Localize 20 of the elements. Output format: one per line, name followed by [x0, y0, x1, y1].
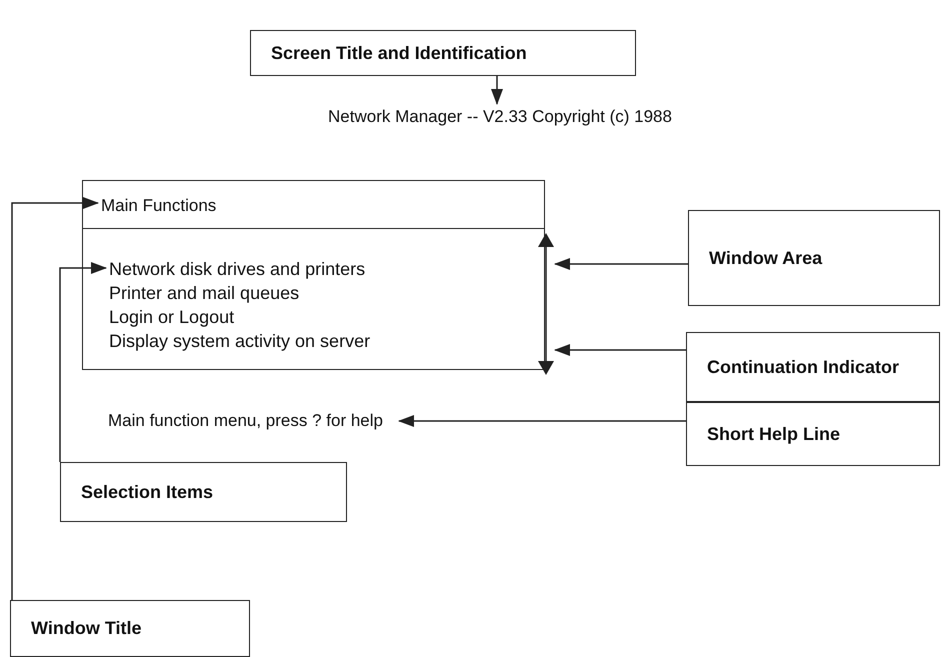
arrow	[11, 197, 99, 600]
screen-text: Network Manager -- V2.33 Copyright (c) 1988	[200, 104, 800, 130]
arrow	[554, 344, 686, 356]
menu-item: Printer and mail queues	[109, 282, 300, 305]
screen-text: Main function menu, press ? for help	[108, 408, 393, 434]
callout-box: Selection Items	[60, 462, 347, 522]
callout-box: Short Help Line	[686, 402, 940, 466]
menu-item: Display system activity on server	[109, 330, 372, 353]
arrow	[554, 258, 688, 270]
callout-box: Window Area	[688, 210, 940, 306]
callout-box: Screen Title and Identification	[250, 30, 636, 76]
scroll-indicator	[538, 233, 554, 375]
callout-box: Continuation Indicator	[686, 332, 940, 402]
screen-text: Main Functions	[101, 193, 501, 219]
menu-item: Network disk drives and printers	[109, 258, 366, 281]
menu-item: Login or Logout	[109, 306, 236, 329]
callout-box: Window Title	[10, 600, 250, 657]
arrow	[491, 76, 503, 105]
arrow	[398, 415, 686, 427]
arrow	[59, 262, 107, 462]
